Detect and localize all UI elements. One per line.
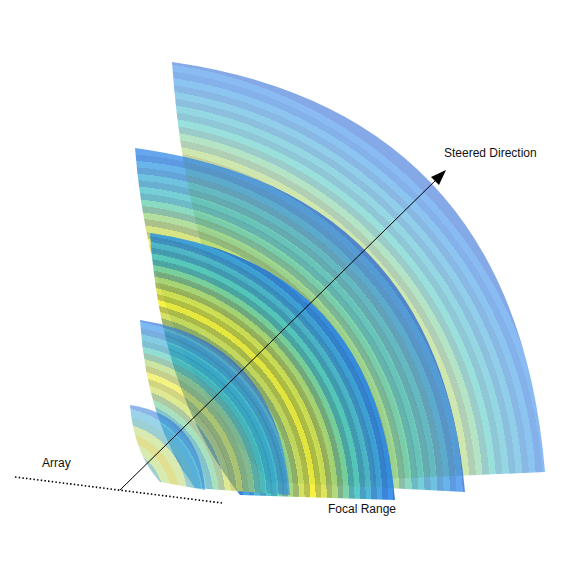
steer-arrow-head xyxy=(431,170,446,185)
steer-arrow-line xyxy=(120,176,440,490)
axis-label: Array xyxy=(42,456,71,470)
wavefront-surfaces xyxy=(130,62,545,500)
array-line xyxy=(15,477,222,503)
axis-label: Steered Direction xyxy=(444,146,537,160)
axis-label: Focal Range xyxy=(328,502,396,516)
